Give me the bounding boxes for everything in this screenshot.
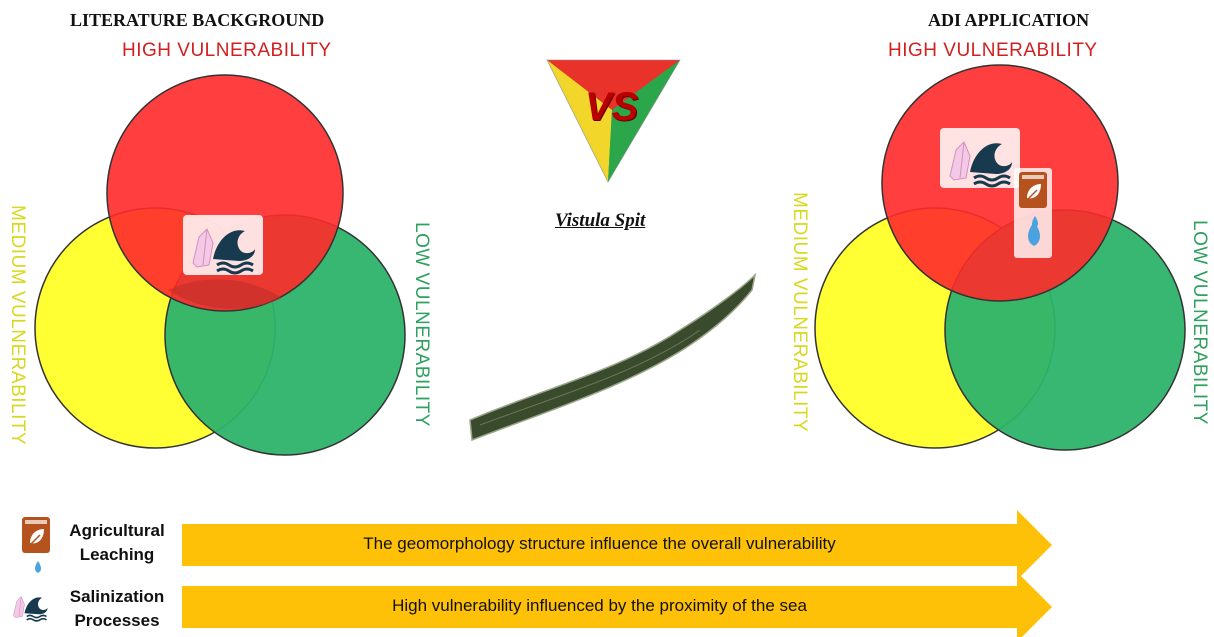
fertilizer-bag-icon bbox=[21, 516, 51, 574]
arrow-salinization-text: High vulnerability influenced by the pro… bbox=[392, 596, 807, 615]
vs-text: VS bbox=[585, 85, 639, 129]
right-low-label: LOW VULNERABILITY bbox=[1189, 220, 1210, 425]
vs-triangle bbox=[546, 59, 681, 184]
right-medium-label: MEDIUM VULNERABILITY bbox=[789, 192, 810, 433]
arrow-agricultural-text: The geomorphology structure influence th… bbox=[363, 534, 836, 553]
arrow-agricultural bbox=[182, 510, 1052, 580]
left-panel-title: LITERATURE BACKGROUND bbox=[70, 10, 325, 30]
legend-agricultural-line2: Leaching bbox=[79, 545, 155, 564]
right-venn-diagram bbox=[814, 64, 1186, 451]
salt-crystal-wave-icon bbox=[7, 588, 53, 623]
legend-salinization-label: Salinization Processes bbox=[52, 585, 182, 633]
left-low-label: LOW VULNERABILITY bbox=[411, 222, 432, 427]
site-name: Vistula Spit bbox=[555, 210, 646, 231]
right-high-label: HIGH VULNERABILITY bbox=[888, 40, 1098, 61]
vistula-spit-map bbox=[469, 272, 757, 442]
left-high-circle bbox=[106, 74, 344, 312]
legend-agricultural-line1: Agricultural bbox=[69, 521, 165, 540]
left-medium-label: MEDIUM VULNERABILITY bbox=[7, 205, 28, 446]
legend-salinization-line1: Salinization bbox=[69, 587, 165, 606]
legend-salinization-line2: Processes bbox=[74, 611, 160, 630]
left-venn-diagram bbox=[34, 74, 406, 456]
legend-arrows bbox=[182, 510, 1052, 637]
left-high-label: HIGH VULNERABILITY bbox=[122, 40, 332, 61]
right-panel-title: ADI APPLICATION bbox=[928, 10, 1090, 30]
arrow-salinization bbox=[182, 572, 1052, 637]
legend-agricultural-label: Agricultural Leaching bbox=[52, 519, 182, 567]
